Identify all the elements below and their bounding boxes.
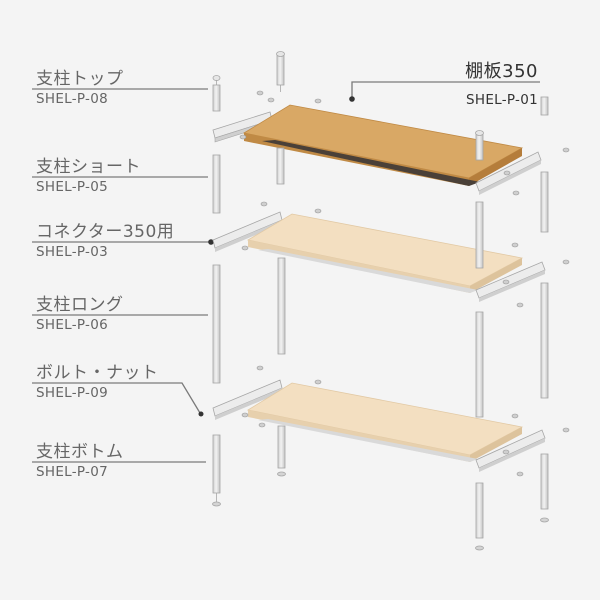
part-code: SHEL-P-08 bbox=[36, 91, 108, 107]
part-name: 支柱ロング bbox=[36, 295, 124, 315]
label-connector: コネクター350用 SHEL-P-03 bbox=[36, 217, 174, 260]
part-code: SHEL-P-07 bbox=[36, 464, 108, 480]
shelf-board-top bbox=[242, 104, 524, 186]
label-pole-long: 支柱ロング SHEL-P-06 bbox=[36, 290, 124, 333]
label-pole-short: 支柱ショート SHEL-P-05 bbox=[36, 152, 141, 195]
connector-bottom-right bbox=[475, 429, 546, 472]
label-shelf-board: 棚板350 SHEL-P-01 bbox=[465, 57, 538, 108]
connector-middle-right bbox=[475, 261, 546, 302]
label-bolt-nut: ボルト・ナット SHEL-P-09 bbox=[36, 358, 159, 401]
part-code: SHEL-P-05 bbox=[36, 179, 108, 195]
label-pole-bottom: 支柱ボトム SHEL-P-07 bbox=[36, 437, 124, 480]
leader-dot-connector bbox=[208, 239, 214, 245]
bottom-tier bbox=[212, 379, 570, 551]
leader-line-shelf bbox=[351, 81, 540, 99]
part-code: SHEL-P-03 bbox=[36, 244, 108, 260]
leader-dot-bolt bbox=[198, 411, 204, 417]
part-name: コネクター350用 bbox=[36, 222, 175, 242]
pole-bottom-left bbox=[212, 425, 286, 507]
part-name: 支柱ショート bbox=[36, 157, 141, 177]
part-name: 棚板350 bbox=[465, 61, 538, 82]
pole-short-right bbox=[540, 171, 549, 233]
shelf-board-bottom bbox=[246, 382, 524, 462]
connector-bottom-left bbox=[212, 379, 283, 420]
shelf-board-middle bbox=[246, 213, 524, 293]
bolts-top bbox=[239, 90, 570, 196]
part-name: 支柱ボトム bbox=[36, 442, 124, 462]
bolts-bottom bbox=[241, 379, 570, 477]
pole-long-left bbox=[212, 257, 286, 384]
part-name: 支柱トップ bbox=[36, 69, 124, 89]
bolts-middle bbox=[241, 201, 570, 371]
pole-long-right bbox=[475, 201, 549, 418]
leader-lines bbox=[32, 81, 540, 463]
part-code: SHEL-P-06 bbox=[36, 317, 108, 333]
top-tier bbox=[212, 51, 570, 233]
pole-bottom-right bbox=[475, 453, 549, 551]
leader-dot-shelf bbox=[349, 96, 355, 102]
leader-line-bolt bbox=[32, 382, 201, 414]
pole-top-right bbox=[475, 96, 549, 161]
middle-tier bbox=[212, 201, 570, 418]
pole-top-left-back bbox=[276, 51, 285, 92]
part-code: SHEL-P-01 bbox=[466, 92, 538, 108]
part-code: SHEL-P-09 bbox=[36, 385, 108, 401]
pole-top-left-front bbox=[212, 75, 221, 112]
label-pole-top: 支柱トップ SHEL-P-08 bbox=[36, 64, 124, 107]
part-name: ボルト・ナット bbox=[36, 363, 159, 383]
pole-short-left bbox=[212, 147, 285, 214]
